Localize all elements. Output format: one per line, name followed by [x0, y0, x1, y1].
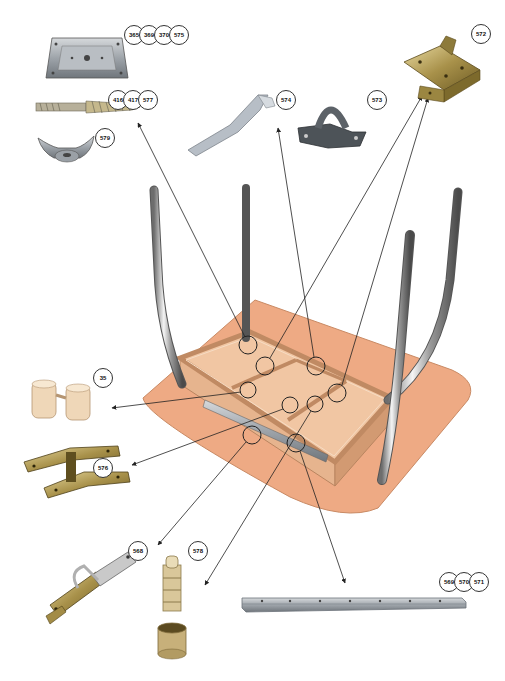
callout-number: 574	[276, 90, 296, 110]
callout-number: 575	[169, 25, 189, 45]
callout-number: 568	[128, 541, 148, 561]
callout-number: 35	[93, 368, 113, 388]
callout-number: 573	[367, 90, 387, 110]
callout-number: 578	[188, 541, 208, 561]
callout-number: 576	[93, 458, 113, 478]
callout-number: 577	[138, 90, 158, 110]
callout-number: 571	[469, 572, 489, 592]
callout-number: 579	[95, 128, 115, 148]
callout-number: 572	[471, 24, 491, 44]
